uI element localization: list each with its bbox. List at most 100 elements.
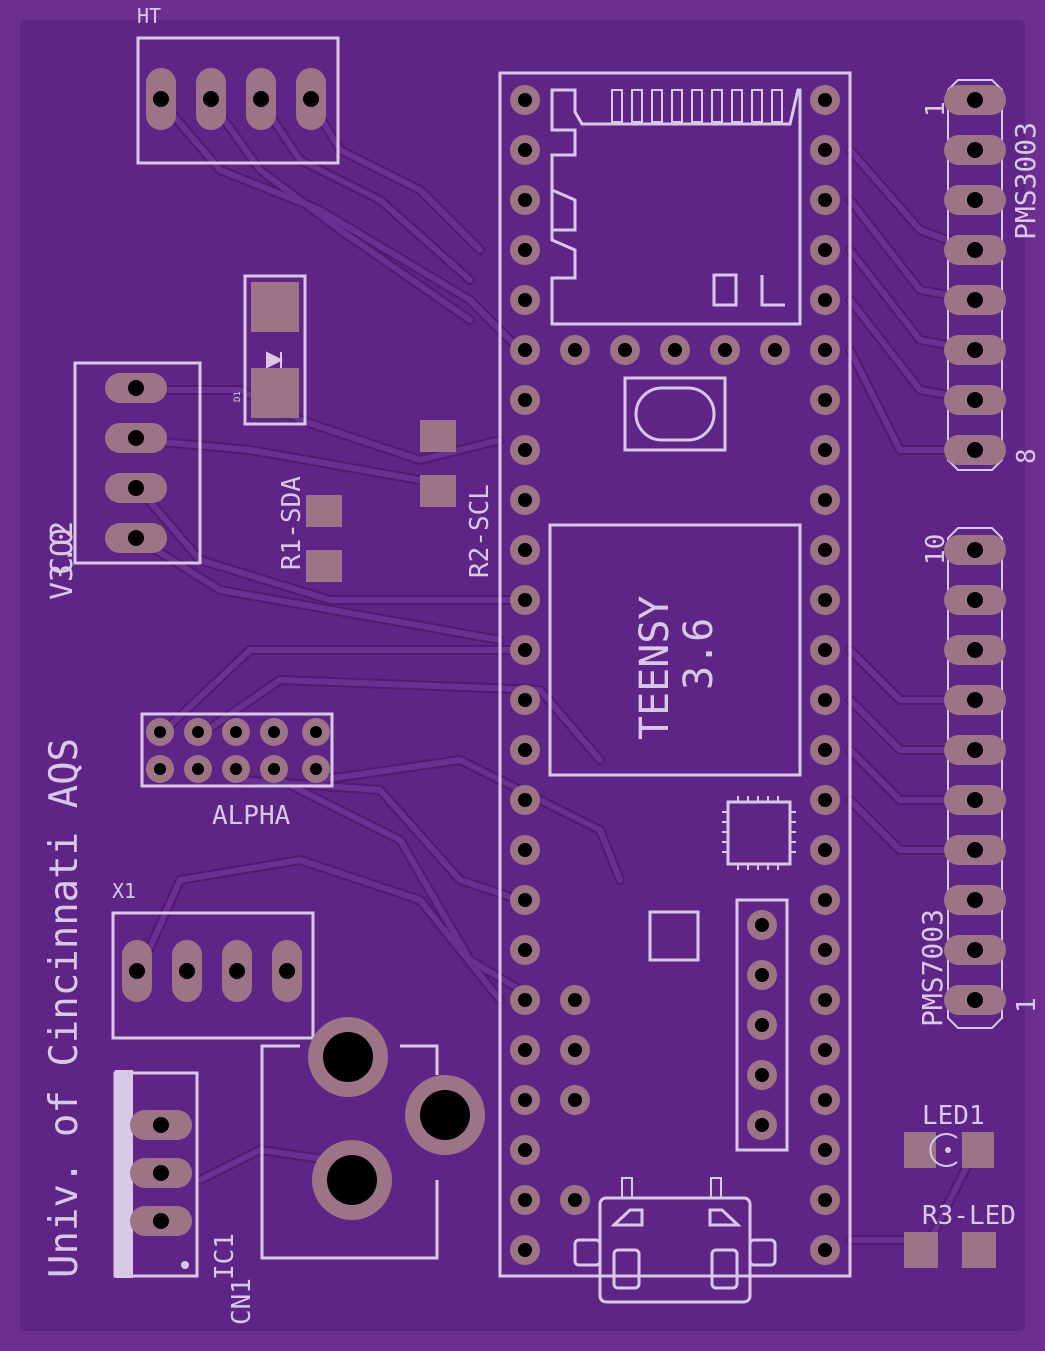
pms3003-pin [944,285,1006,315]
r1-label: R1-SDA [277,476,307,570]
teensy-pin-inner-row [660,335,690,365]
led1-label: LED1 [922,1101,985,1131]
version-label: V3.0 [45,528,80,600]
teensy-pin-inner-row [560,335,590,365]
r3-label: R3-LED [922,1201,1016,1231]
pms7003-pin [944,585,1006,615]
teensy-pin-left [510,285,540,315]
teensy-version-label: 3.6 [676,618,722,690]
teensy-pin-left [510,435,540,465]
teensy-pin-left [510,885,540,915]
teensy-pin-right [810,735,840,765]
pms7003-pin1-label: 1 [1012,997,1042,1013]
alpha-label: ALPHA [212,801,291,831]
r2-resistor [420,420,456,507]
teensy-pin-right [810,835,840,865]
teensy-pin-left [510,1185,540,1215]
teensy-pin-left [510,585,540,615]
d1-diode [243,274,307,426]
pms3003-pin1-label: 1 [921,101,951,117]
university-label: Univ. of Cincinnati AQS [42,738,87,1278]
teensy-pin-inner-row [760,335,790,365]
teensy-pins [510,85,840,1265]
pms3003-header [944,79,1006,471]
teensy-pin-left [510,785,540,815]
ht-connector [136,36,340,165]
ic1-label: IC1 [210,1233,240,1280]
teensy-pin-left [510,135,540,165]
teensy-pin-left [510,1035,540,1065]
co2-label: CO2 [45,521,80,575]
pms7003-pin [944,535,1006,565]
d1-label: D1 [233,391,243,402]
pms7003-label: PMS7003 [916,909,949,1027]
x1-label: X1 [112,879,136,903]
teensy-header-pin [747,910,777,940]
ic1-component [260,1017,485,1260]
teensy-pin-inner-column [560,985,590,1015]
pms3003-pin8-label: 8 [1012,448,1042,464]
pms7003-header [944,527,1006,1029]
teensy-header-pin [747,1110,777,1140]
pms7003-pin [944,885,1006,915]
teensy-header-pin [747,1010,777,1040]
teensy-pin-right [810,985,840,1015]
teensy-header-pin [747,1060,777,1090]
teensy-label: TEENSY [632,596,678,741]
teensy-pin-left [510,485,540,515]
teensy-pin-right [810,335,840,365]
teensy-pin-inner-column [560,1035,590,1065]
teensy-pin-inner-row [710,335,740,365]
teensy-pin-left [510,185,540,215]
teensy-pin-left [510,1235,540,1265]
teensy-pin-right [810,85,840,115]
teensy-pin-inner-column [560,1185,590,1215]
led1-component [904,1132,994,1168]
teensy-pin-right [810,135,840,165]
teensy-pin-right [810,585,840,615]
teensy-pin-left [510,635,540,665]
cn1-connector [113,1070,199,1278]
teensy-pin-right [810,235,840,265]
pms3003-pin [944,185,1006,215]
r1-resistor [306,495,342,582]
pms7003-pin [944,985,1006,1015]
pms7003-pin [944,635,1006,665]
teensy-pin-left [510,685,540,715]
teensy-pin-right [810,635,840,665]
cn1-label: CN1 [227,1278,257,1325]
teensy-pin-left [510,335,540,365]
teensy-pin-left [510,835,540,865]
pms7003-pin [944,735,1006,765]
pms7003-pin10-label: 10 [921,534,951,565]
teensy-pin-right [810,485,840,515]
co2-connector [73,361,202,565]
teensy-module [498,71,852,1304]
teensy-pin-right [810,1035,840,1065]
teensy-pin-right [810,1185,840,1215]
trace-layer [135,95,980,1245]
teensy-pin-left [510,985,540,1015]
teensy-header-pin [747,960,777,990]
pms3003-pin [944,235,1006,265]
pms7003-pin [944,835,1006,865]
teensy-pin-right [810,885,840,915]
teensy-pin-left [510,1135,540,1165]
teensy-pin-right [810,785,840,815]
pms3003-pin [944,435,1006,465]
ht-label: HT [137,4,161,28]
x1-connector [111,911,315,1040]
teensy-pin-right [810,685,840,715]
teensy-pin-left [510,735,540,765]
teensy-pin-left [510,535,540,565]
pms7003-pin [944,935,1006,965]
teensy-pin-right [810,385,840,415]
teensy-pin-inner-row [610,335,640,365]
teensy-pin-right [810,935,840,965]
teensy-pin-right [810,185,840,215]
teensy-pin-right [810,535,840,565]
pms3003-pin [944,385,1006,415]
teensy-pin-left [510,85,540,115]
teensy-pin-left [510,385,540,415]
